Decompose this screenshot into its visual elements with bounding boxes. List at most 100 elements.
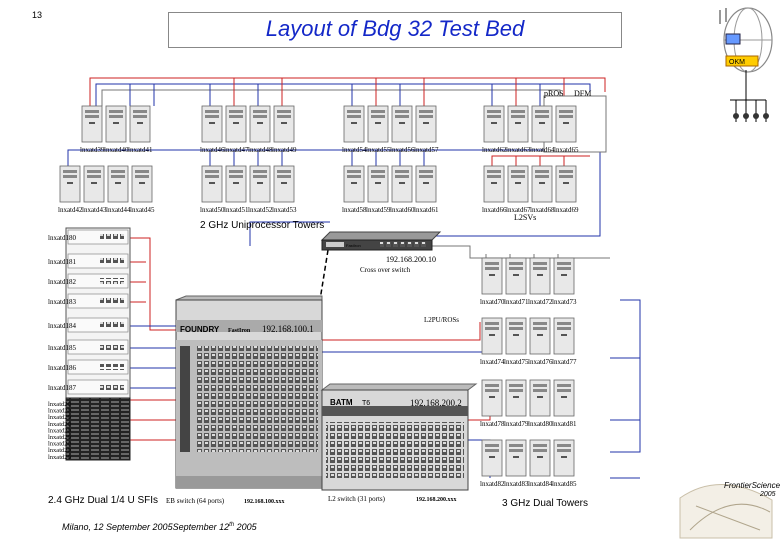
tower-server xyxy=(531,105,553,143)
tower-button xyxy=(563,122,569,124)
tower-drive-bay xyxy=(277,110,291,113)
slide-number: 13 xyxy=(32,10,43,20)
tower-server xyxy=(553,439,575,477)
dfm-label: DFM xyxy=(574,89,591,98)
tower-button xyxy=(561,334,567,336)
l2-switch-ip: 192.168.200.xxx xyxy=(416,497,457,503)
tower-server xyxy=(529,439,551,477)
footer-sup: th xyxy=(229,522,235,528)
tower-drive-bay xyxy=(533,322,547,325)
frontier-science-logo: FrontierScience 2005 xyxy=(679,481,780,539)
tower-drive-bay xyxy=(229,175,243,178)
tower-label: lnxatd76 xyxy=(528,358,553,366)
tower-drive-bay xyxy=(535,170,549,173)
tower-server xyxy=(129,105,151,143)
tower-drive-bay xyxy=(109,115,123,118)
tower-drive-bay xyxy=(487,175,501,178)
tower-drive-bay xyxy=(485,444,499,447)
tower-drive-bay xyxy=(419,170,433,173)
tower-button xyxy=(537,396,543,398)
tower-button xyxy=(91,182,97,184)
tower-server xyxy=(107,165,129,203)
tower-label: lnxatd73 xyxy=(552,298,577,306)
footer-text: Milano, 12 September 2005September 12 xyxy=(62,522,230,532)
blade-label: lnxatd20 xyxy=(48,447,71,454)
tower-drive-bay xyxy=(277,175,291,178)
rack-unit-label: lnxatd186 xyxy=(48,364,76,372)
tower-drive-bay xyxy=(229,110,243,113)
tower-drive-bay xyxy=(533,449,547,452)
tower-button xyxy=(561,274,567,276)
tower-drive-bay xyxy=(419,110,433,113)
tower-drive-bay xyxy=(63,170,77,173)
tower-button xyxy=(489,456,495,458)
l2sv-caption: L2SVs xyxy=(514,213,536,222)
tower-drive-bay xyxy=(557,449,571,452)
tower-button xyxy=(423,182,429,184)
blade-label: lnxatd20 xyxy=(48,454,71,461)
tower-button xyxy=(539,122,545,124)
tower-server xyxy=(83,165,105,203)
rack-unit-label: lnxatd187 xyxy=(48,384,76,392)
tower-button xyxy=(257,122,263,124)
tower-drive-bay xyxy=(509,327,523,330)
tower-server xyxy=(367,105,389,143)
tower-drive-bay xyxy=(253,115,267,118)
tower-server xyxy=(481,257,503,295)
crossover-ip: 192.168.200.10 xyxy=(386,255,436,264)
tower-button xyxy=(399,122,405,124)
tower-label: lnxatd84 xyxy=(528,480,553,488)
blade-label: lnxatd20 xyxy=(48,421,71,428)
tower-label: lnxatd59 xyxy=(366,206,391,214)
tower-server xyxy=(59,165,81,203)
tower-drive-bay xyxy=(533,267,547,270)
tower-server xyxy=(507,105,529,143)
tower-drive-bay xyxy=(509,384,523,387)
rack-unit-ports xyxy=(100,344,124,350)
tower-button xyxy=(513,334,519,336)
rack-unit-ports xyxy=(100,298,124,304)
page-title: Layout of Bdg 32 Test Bed xyxy=(168,12,622,48)
blade-stack xyxy=(65,397,131,461)
tower-label: lnxatd40 xyxy=(104,146,129,154)
tower-drive-bay xyxy=(205,115,219,118)
tower-server xyxy=(481,439,503,477)
tower-drive-bay xyxy=(559,110,573,113)
tower-drive-bay xyxy=(533,262,547,265)
rack-unit-ports xyxy=(100,258,124,264)
tower-button xyxy=(489,396,495,398)
tower-button xyxy=(375,182,381,184)
experiment-logo: OKM xyxy=(719,7,773,122)
crossover-caption: Cross over switch xyxy=(360,266,411,274)
tower-drive-bay xyxy=(347,110,361,113)
rack-unit xyxy=(67,339,129,355)
tower-label: lnxatd65 xyxy=(554,146,579,154)
tower-server xyxy=(131,165,153,203)
tower-drive-bay xyxy=(277,115,291,118)
tower-button xyxy=(139,182,145,184)
tower-button xyxy=(491,122,497,124)
tower-label: lnxatd72 xyxy=(528,298,553,306)
tower-label: lnxatd53 xyxy=(272,206,297,214)
tower-label: lnxatd66 xyxy=(482,206,507,214)
dual-sfi-caption: 2.4 GHz Dual 1/4 U SFIs xyxy=(48,495,158,506)
footer: Milano, 12 September 2005September 12th … xyxy=(62,522,257,532)
rack-labels: lnxatd180lnxatd181lnxatd182lnxatd183lnxa… xyxy=(48,234,76,461)
tower-server xyxy=(507,165,529,203)
tower-button xyxy=(137,122,143,124)
tower-server xyxy=(415,105,437,143)
tower-label: lnxatd44 xyxy=(106,206,131,214)
crossover-brand: FastIron xyxy=(346,243,361,248)
tower-drive-bay xyxy=(253,170,267,173)
tower-drive-bay xyxy=(535,175,549,178)
tower-label: lnxatd57 xyxy=(414,146,439,154)
blade-label: lnxatd20 xyxy=(48,441,71,448)
tower-drive-bay xyxy=(205,110,219,113)
eb-switch-ip: 192.168.100.xxx xyxy=(244,499,285,505)
rack-unit xyxy=(67,229,129,245)
tower-label: lnxatd79 xyxy=(504,420,529,428)
tower-drive-bay xyxy=(511,175,525,178)
tower-drive-bay xyxy=(87,175,101,178)
tower-label: lnxatd74 xyxy=(480,358,505,366)
